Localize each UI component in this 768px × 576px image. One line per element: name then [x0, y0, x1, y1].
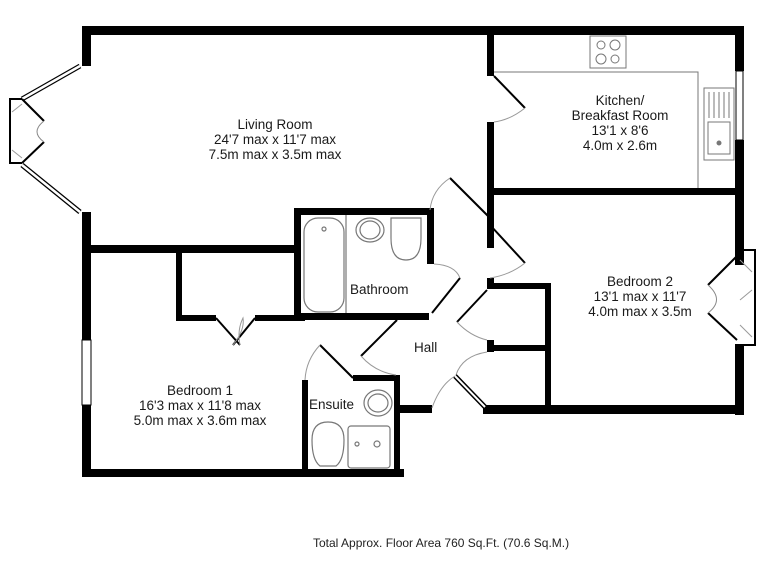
bath-icon: [303, 217, 345, 313]
kitchen-window: [735, 70, 744, 141]
doors: [215, 75, 526, 409]
hob-icon: [589, 35, 627, 69]
bedroom1-label: Bedroom 1 16'3 max x 11'8 max 5.0m max x…: [100, 383, 300, 428]
living-room-name: Living Room: [237, 117, 313, 132]
kitchen-name-line1: Kitchen/: [595, 93, 645, 108]
bedroom1-imperial: 16'3 max x 11'8 max: [139, 398, 261, 413]
total-floor-area: Total Approx. Floor Area 760 Sq.Ft. (70.…: [313, 536, 570, 550]
bedroom1-name: Bedroom 1: [166, 383, 234, 398]
toilet-icon: [311, 421, 345, 467]
bay-window: [9, 63, 82, 214]
kitchen-fixtures: [494, 35, 735, 188]
basin-icon: [363, 389, 393, 417]
hall-label: Hall: [414, 340, 438, 355]
bathroom-label: Bathroom: [350, 282, 409, 297]
kitchen-metric: 4.0m x 2.6m: [582, 138, 658, 153]
bedroom2-name: Bedroom 2: [606, 274, 674, 289]
bedroom2-metric: 4.0m max x 3.5m: [588, 304, 692, 319]
bedroom1-metric: 5.0m max x 3.6m max: [133, 413, 267, 428]
bedroom2-imperial: 13'1 max x 11'7: [593, 289, 687, 304]
living-room-metric: 7.5m max x 3.5m max: [208, 147, 342, 162]
toilet-icon: [390, 217, 422, 261]
living-room-label: Living Room 24'7 max x 11'7 max 7.5m max…: [175, 117, 375, 162]
ensuite-label: Ensuite: [309, 397, 355, 412]
bedroom1-window: [81, 339, 92, 406]
bedroom2-bay: [707, 249, 756, 346]
basin-icon: [355, 217, 385, 243]
living-room-imperial: 24'7 max x 11'7 max: [214, 132, 336, 147]
bathroom-fixtures: [303, 215, 422, 313]
walls: [82, 26, 744, 477]
bedroom2-label: Bedroom 2 13'1 max x 11'7 4.0m max x 3.5…: [555, 274, 725, 319]
kitchen-label: Kitchen/ Breakfast Room 13'1 x 8'6 4.0m …: [535, 93, 705, 153]
sink-icon: [703, 87, 735, 161]
kitchen-name-line2: Breakfast Room: [571, 108, 669, 123]
kitchen-imperial: 13'1 x 8'6: [591, 123, 649, 138]
shower-icon: [347, 425, 391, 469]
ensuite-fixtures: [311, 389, 393, 469]
